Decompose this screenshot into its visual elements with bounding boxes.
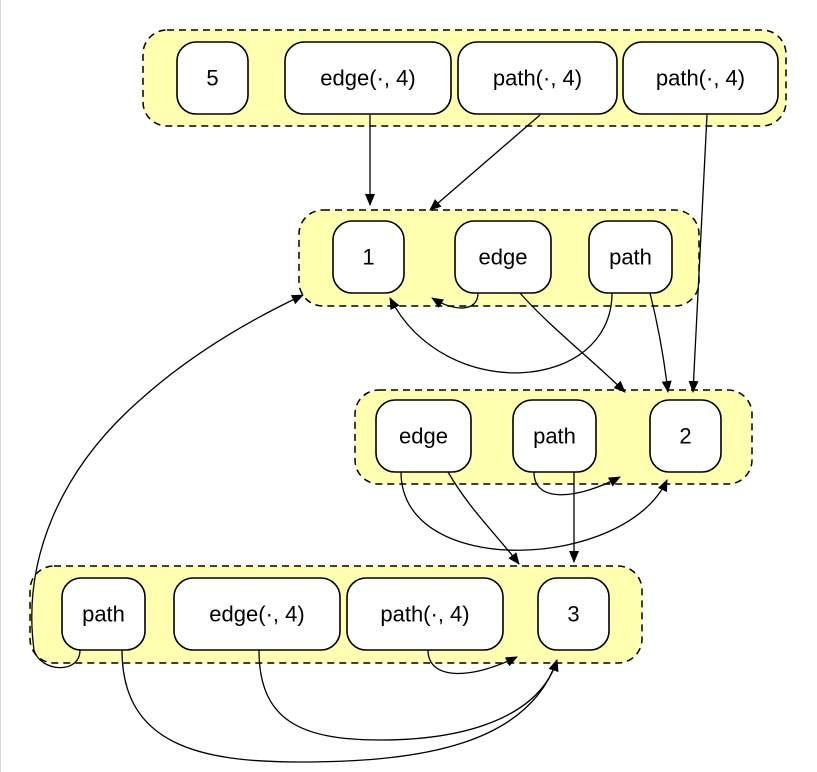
- edge-g1-edge-to-1: [431, 292, 479, 309]
- left-border-line: [0, 0, 1, 772]
- edge-g1-edge-to-2: [519, 292, 626, 393]
- node-path-4-top-a-label: path(·, 4): [493, 66, 582, 91]
- node-path-4-g3-label: path(·, 4): [380, 602, 469, 627]
- node-edge-4-top-label: edge(·, 4): [320, 66, 415, 91]
- node-5[interactable]: 5: [176, 41, 249, 115]
- node-1[interactable]: 1: [332, 220, 405, 294]
- node-edge-g1[interactable]: edge: [454, 220, 552, 294]
- node-edge-4-top[interactable]: edge(·, 4): [284, 41, 452, 115]
- node-path-g1-label: path: [609, 245, 652, 270]
- node-path-g2[interactable]: path: [512, 399, 597, 473]
- node-path-4-top-b[interactable]: path(·, 4): [622, 41, 779, 115]
- node-path-4-top-a[interactable]: path(·, 4): [457, 41, 618, 115]
- edge-g3-edge4-to-3: [258, 649, 559, 741]
- node-edge-4-g3[interactable]: edge(·, 4): [173, 577, 341, 651]
- node-path-g2-label: path: [533, 424, 576, 449]
- node-edge-4-g3-label: edge(·, 4): [209, 602, 304, 627]
- node-3[interactable]: 3: [537, 577, 610, 651]
- edge-g3-path4-to-3: [427, 649, 518, 675]
- node-path-4-top-b-label: path(·, 4): [656, 66, 745, 91]
- edge-g2-edge-to-3a: [447, 471, 520, 565]
- edges: [31, 114, 708, 763]
- edge-top-path4-to-1: [429, 114, 541, 211]
- node-path-4-g3[interactable]: path(·, 4): [346, 577, 504, 651]
- node-1-label: 1: [362, 245, 374, 270]
- node-2-label: 2: [679, 424, 691, 449]
- node-2[interactable]: 2: [649, 399, 722, 473]
- edge-g2-edge-to-2: [400, 471, 668, 551]
- edge-g1-path-to-2: [649, 292, 672, 393]
- node-edge-g2[interactable]: edge: [375, 399, 472, 473]
- node-3-label: 3: [567, 602, 579, 627]
- node-path-g3[interactable]: path: [61, 577, 146, 651]
- node-edge-g2-label: edge: [399, 424, 448, 449]
- edge-top-path4b-to-2: [688, 114, 708, 393]
- node-5-label: 5: [206, 66, 218, 91]
- edge-g3-path-to-3: [121, 649, 559, 763]
- node-path-g3-label: path: [82, 602, 125, 627]
- node-path-g1[interactable]: path: [588, 220, 673, 294]
- edge-g3-path-to-1: [31, 294, 304, 669]
- node-edge-g1-label: edge: [479, 245, 528, 270]
- edge-g1-path-to-1: [389, 292, 613, 374]
- edge-g2-path-to-2: [533, 471, 621, 496]
